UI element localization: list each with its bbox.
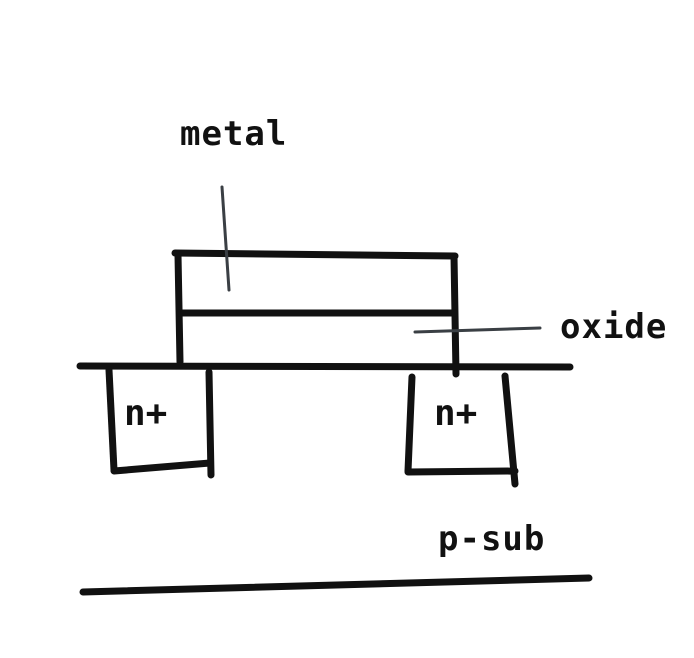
metal-pointer-line [220, 185, 231, 292]
right-nplus-label: n+ [434, 393, 477, 434]
right-nplus-right-edge [501, 372, 519, 488]
p-sub-label: p-sub [438, 519, 545, 559]
gate-top-line [171, 249, 459, 260]
left-nplus-left-edge [105, 366, 118, 474]
substrate-surface-line [76, 362, 574, 371]
metal-label: metal [180, 114, 287, 154]
substrate-bottom-line [79, 574, 593, 596]
right-nplus-bottom-edge [404, 467, 519, 476]
left-nplus-right-edge [205, 368, 215, 479]
gate-left-edge [174, 251, 184, 366]
oxide-label: oxide [560, 307, 667, 347]
oxide-pointer-line [413, 326, 542, 334]
right-nplus-left-edge [404, 373, 416, 475]
left-nplus-label: n+ [124, 393, 167, 434]
left-nplus-bottom-edge [110, 459, 214, 475]
